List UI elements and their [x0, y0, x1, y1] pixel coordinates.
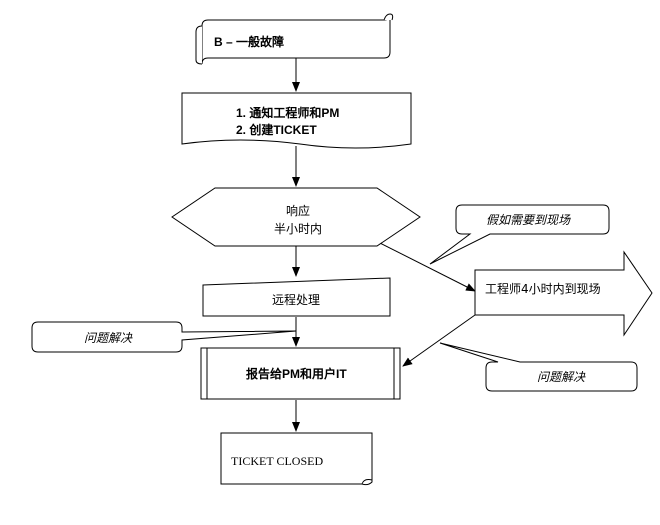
- report-node: 报告给PM和用户IT: [200, 347, 401, 400]
- notify-line2: 2. 创建TICKET: [236, 122, 317, 137]
- respond-line1: 响应: [286, 203, 310, 218]
- callout-solved-left: 问题解决: [31, 321, 297, 353]
- callout-need-onsite-label: 假如需要到现场: [486, 213, 571, 227]
- callout-need-onsite: 假如需要到现场: [429, 204, 610, 265]
- respond-node: 响应 半小时内: [171, 187, 421, 247]
- notify-line1: 1. 通知工程师和PM: [236, 105, 339, 120]
- respond-line2: 半小时内: [274, 222, 322, 236]
- callout-solved-left-label: 问题解决: [84, 331, 133, 345]
- report-label: 报告给PM和用户IT: [246, 366, 347, 381]
- edge-respond-onsite: [379, 242, 476, 292]
- onsite-label: 工程师4小时内到现场: [485, 281, 601, 296]
- closed-node: TICKET CLOSED: [220, 432, 373, 486]
- banner-label: B – 一般故障: [214, 34, 284, 49]
- callout-solved-right-label: 问题解决: [537, 370, 586, 384]
- remote-label: 远程处理: [272, 292, 320, 307]
- onsite-node: 工程师4小时内到现场: [474, 250, 653, 337]
- banner-node: B – 一般故障: [195, 13, 394, 65]
- notify-node: 1. 通知工程师和PM 2. 创建TICKET: [181, 92, 412, 149]
- remote-node: 远程处理: [202, 277, 391, 317]
- callout-solved-right: 问题解决: [439, 342, 638, 392]
- edge-onsite-report: [402, 314, 476, 367]
- closed-label: TICKET CLOSED: [231, 454, 323, 468]
